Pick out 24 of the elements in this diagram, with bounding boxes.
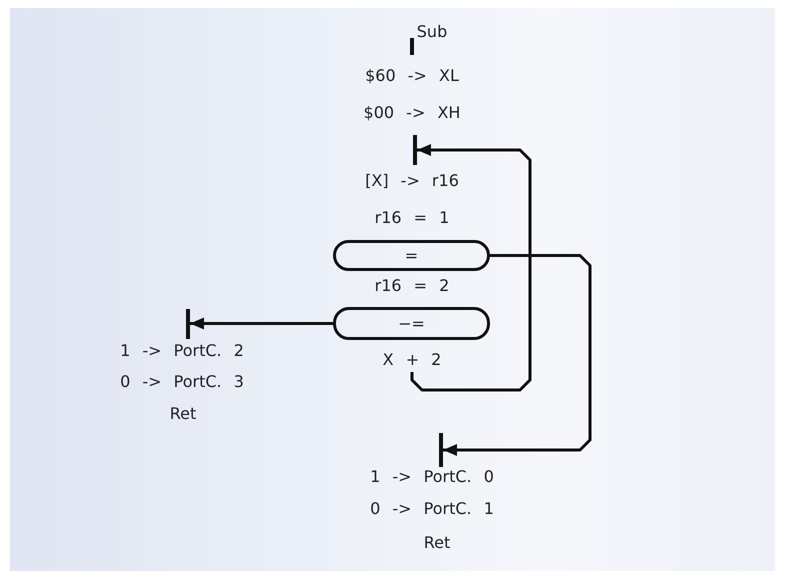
statement-text: Ret [424, 533, 450, 553]
arrow [190, 318, 333, 330]
entry-bar [186, 309, 190, 339]
statement-text: $00 -> XH [364, 103, 460, 123]
condition-operator: = [404, 246, 418, 265]
statement-text: Ret [170, 404, 196, 424]
condition-operator: −= [398, 314, 425, 333]
entry-bar [410, 38, 414, 55]
statement-text: $60 -> XL [365, 66, 459, 86]
statement-text: 0 -> PortC. 3 [120, 372, 244, 392]
branch-box [333, 240, 490, 271]
condition-text: r16 = 2 [374, 276, 450, 296]
entry-bar [413, 135, 417, 165]
branch-box [333, 307, 490, 340]
statement-text: X + 2 [382, 350, 442, 368]
statement-text: 1 -> PortC. 0 [370, 467, 494, 487]
statement-text: [X] -> r16 [365, 171, 459, 191]
statement-text: 0 -> PortC. 1 [370, 499, 494, 519]
entry-bar [439, 433, 443, 467]
arrow [443, 254, 592, 456]
arrow [410, 144, 532, 392]
condition-text: r16 = 1 [374, 208, 450, 228]
condition-text: Sub [416, 22, 448, 42]
statement-text: 1 -> PortC. 2 [120, 341, 244, 361]
